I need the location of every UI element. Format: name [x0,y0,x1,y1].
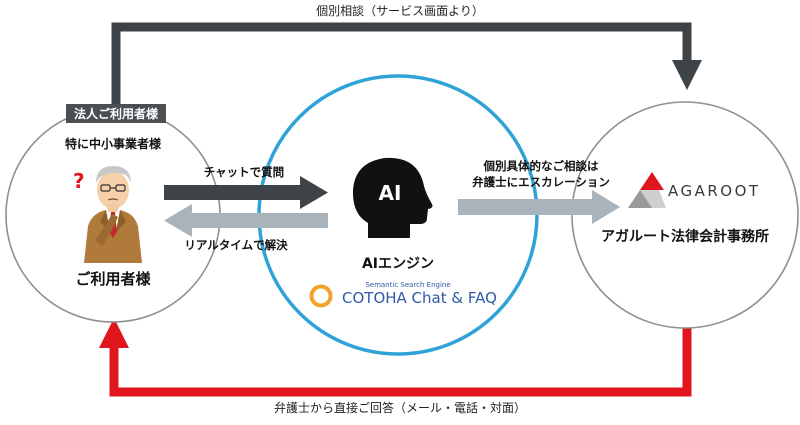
top-flow-line [111,22,692,104]
bottom-flow-line [109,322,692,397]
cotoha-product-name: COTOHA Chat & FAQ [342,289,497,307]
escalation-arrow [458,190,620,224]
ai-head-text: AI [379,181,402,205]
user-tag-label: 法人ご利用者様 [74,106,159,121]
top-flow-label: 個別相談（サービス画面より） [316,3,484,18]
bottom-flow-label: 弁護士から直接ご回答（メール・電話・対面） [274,400,526,415]
cotoha-logo-icon [309,284,333,308]
agaroot-logo-text: AGAROOT [668,182,761,200]
chat-question-label: チャットで質問 [204,165,284,179]
user-tag-box [66,104,166,123]
escalation-label-line1: 個別具体的なご相談は [483,159,599,173]
cotoha-tagline: Semantic Search Engine [365,281,450,289]
bottom-flow-arrowhead [99,318,129,348]
user-subtitle: 特に中小事業者様 [65,136,162,151]
top-flow-arrowhead [672,60,702,90]
question-mark-icon: ? [73,169,85,193]
businessman-icon [84,166,142,263]
realtime-answer-arrow [164,204,328,237]
ai-head-icon [352,157,433,238]
firm-name-label: アガルート法律会計事務所 [601,228,769,245]
escalation-label-line2: 弁護士にエスカレーション [472,175,610,189]
chat-question-arrow [164,176,328,209]
user-name-label: ご利用者様 [75,270,151,288]
agaroot-logo-icon [628,172,666,208]
realtime-answer-label: リアルタイムで解決 [184,238,288,252]
ai-engine-label: AIエンジン [362,256,434,272]
